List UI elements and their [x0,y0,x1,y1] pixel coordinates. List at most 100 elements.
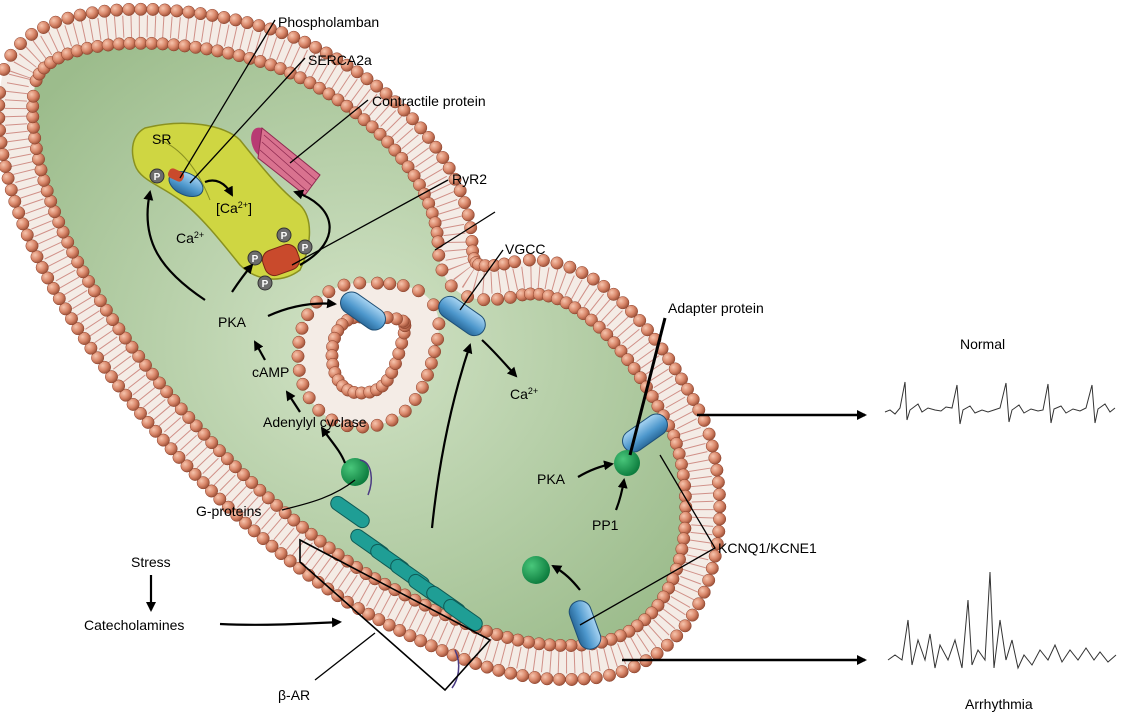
membrane-bead [303,392,315,404]
membrane-bead [566,673,578,685]
label-serca2a: SERCA2a [308,52,372,68]
membrane-bead [598,280,610,292]
membrane-bead [651,647,663,659]
membrane-bead [31,251,43,263]
membrane-bead [62,12,74,24]
membrane-bead [564,261,576,273]
pka-protein [614,450,640,476]
membrane-bead [481,661,493,673]
membrane-bead [432,236,444,248]
label-beta-ar: β-AR [278,687,310,703]
membrane-bead [712,476,724,488]
membrane-bead [698,586,710,598]
membrane-bead [508,256,520,268]
membrane-bead [183,6,195,18]
label-catecholamines: Catecholamines [84,617,184,633]
membrane-bead [587,273,599,285]
membrane-bead [32,153,44,165]
membrane-bead [86,7,98,19]
membrane-bead [628,661,640,673]
membrane-bead [299,36,311,48]
phospho-group: P [150,169,164,183]
label-phospholamban: Phospholamban [278,14,379,30]
membrane-bead [135,3,147,15]
membrane-bead [5,49,17,61]
membrane-bead [190,41,202,53]
membrane-bead [673,448,685,460]
membrane-bead [26,240,38,252]
membrane-bead [576,266,588,278]
svg-text:P: P [252,254,259,265]
membrane-bead [504,667,516,679]
membrane-bead [425,357,437,369]
membrane-bead [533,638,545,650]
label-g-proteins: G-proteins [196,503,261,519]
membrane-bead [310,296,322,308]
membrane-bead [21,229,33,241]
membrane-bead [371,277,383,289]
membrane-bead [399,405,411,417]
label-normal: Normal [960,336,1005,352]
membrane-bead [462,209,474,221]
membrane-bead [590,672,602,684]
membrane-bead [412,285,424,297]
membrane-bead [5,184,17,196]
membrane-bead [253,19,265,31]
membrane-bead [292,350,304,362]
membrane-bead [427,299,439,311]
membrane-bead [35,164,47,176]
svg-text:P: P [154,172,161,183]
membrane-bead [113,38,125,50]
membrane-bead [491,293,503,305]
membrane-bead [603,669,615,681]
membrane-bead [296,322,308,334]
label-arrhythmia: Arrhythmia [965,696,1033,712]
membrane-bead [123,3,135,15]
phospho-group: P [298,240,312,254]
membrane-bead [288,31,300,43]
membrane-bead [553,673,565,685]
membrane-bead [49,16,61,28]
membrane-bead [709,452,721,464]
membrane-bead [458,196,470,208]
membrane-bead [671,630,683,642]
membrane-bead [386,414,398,426]
membrane-bead [194,7,206,19]
label-vgcc: VGCC [505,241,545,257]
membrane-bead [541,673,553,685]
label-ryr2: RyR2 [452,171,487,187]
membrane-bead [409,393,421,405]
membrane-bead [714,501,726,513]
membrane-bead [428,345,440,357]
membrane-bead [168,39,180,51]
svg-text:P: P [281,231,288,242]
label-kcnq1-kcne1: KCNQ1/KCNE1 [718,540,817,556]
label-camp: cAMP [252,364,289,380]
label-pka-right: PKA [537,471,566,487]
membrane-bead [206,9,218,21]
membrane-bead [179,40,191,52]
membrane-bead [706,440,718,452]
membrane-bead [504,291,516,303]
cell-membrane [0,3,726,686]
membrane-bead [241,16,253,28]
membrane-bead [397,279,409,291]
membrane-bead [433,318,445,330]
membrane-bead [171,5,183,17]
membrane-bead [230,14,242,26]
membrane-bead [436,644,448,656]
membrane-bead [433,249,445,261]
membrane-bead [157,38,169,50]
membrane-bead [147,3,159,15]
svg-text:P: P [302,243,309,254]
membrane-bead [437,151,449,163]
arrow-catecholamines [220,622,340,625]
membrane-bead [302,309,314,321]
membrane-bead [233,49,245,61]
label-sr: SR [152,131,171,147]
ecg-normal-trace [885,382,1115,424]
membrane-bead [111,4,123,16]
membrane-bead [469,657,481,669]
membrane-bead [679,620,691,632]
